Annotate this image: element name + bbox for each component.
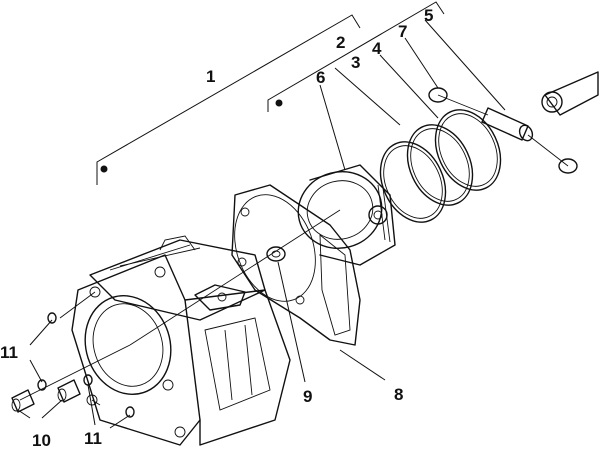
base-gasket (231, 184, 361, 346)
leader-lines (17, 19, 506, 429)
callout-4: 4 (372, 39, 382, 58)
callout-7: 7 (398, 22, 407, 41)
washer-1 (47, 312, 57, 324)
callout-5: 5 (424, 6, 433, 25)
callout-3: 3 (351, 53, 360, 72)
piston-pin (481, 107, 534, 142)
callout-2: 2 (336, 33, 345, 52)
piston-ring-3 (434, 109, 502, 191)
callout-6: 6 (316, 68, 325, 87)
nut-right (57, 379, 81, 403)
callout-8: 8 (394, 385, 403, 404)
cylinder-block (71, 235, 291, 446)
nut-left (11, 389, 35, 413)
callout-11-lower: 11 (84, 429, 102, 448)
callout-10: 10 (32, 431, 51, 450)
callout-9: 9 (303, 387, 312, 406)
group-bracket-1 (96, 14, 361, 185)
piston (297, 164, 396, 266)
washer-2 (37, 379, 47, 391)
callout-11-upper: 11 (0, 343, 18, 362)
callout-1: 1 (206, 67, 215, 86)
dowel (266, 246, 286, 262)
washer-4 (125, 406, 135, 418)
group-bracket-2 (267, 1, 445, 112)
circlip-lower (558, 158, 578, 174)
piston-ring-1 (379, 141, 447, 223)
connecting-rod-end (541, 71, 599, 116)
alignment-lines (19, 94, 569, 406)
piston-ring-2 (406, 124, 474, 206)
